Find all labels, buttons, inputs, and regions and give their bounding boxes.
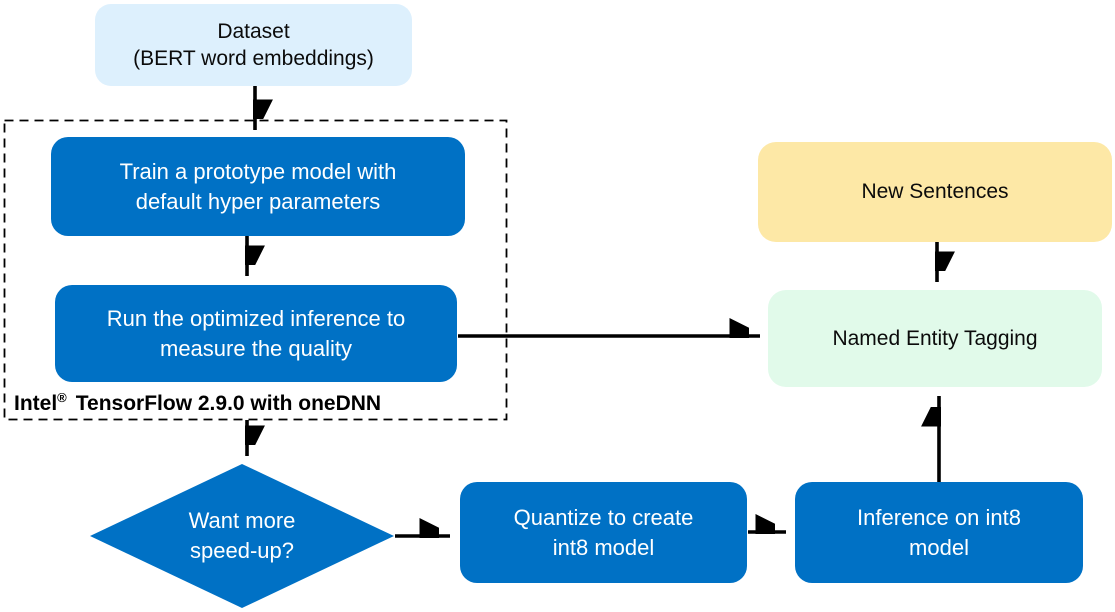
dataset-node: Dataset (BERT word embeddings) xyxy=(95,4,412,86)
framework-label-text: TensorFlow 2.9.0 with oneDNN xyxy=(75,392,382,415)
new-sentences-node: New Sentences xyxy=(758,142,1112,242)
inference-int8-node: Inference on int8 model xyxy=(795,482,1083,583)
run-optimized-inference-node: Run the optimized inference to measure t… xyxy=(55,285,457,382)
tensorflow-dashed-boundary xyxy=(3,119,508,421)
train-prototype-node: Train a prototype model with default hyp… xyxy=(51,137,465,236)
framework-brand: Intel xyxy=(14,392,58,415)
decision-diamond-label: Want more speed-up? xyxy=(188,508,296,563)
registered-trademark-mark: ® xyxy=(57,390,67,405)
named-entity-tagging-node: Named Entity Tagging xyxy=(768,290,1102,387)
quantize-node: Quantize to create int8 model xyxy=(460,482,747,583)
decision-diamond-shape xyxy=(90,464,394,608)
framework-label: Intel® TensorFlow 2.9.0 with oneDNN xyxy=(14,390,381,416)
